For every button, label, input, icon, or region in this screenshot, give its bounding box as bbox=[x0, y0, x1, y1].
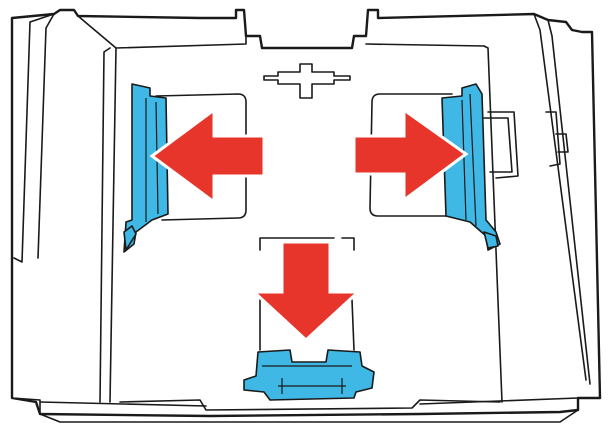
right-edge-guide[interactable] bbox=[441, 83, 501, 251]
paper-cassette bbox=[10, 8, 602, 423]
left-edge-guide[interactable] bbox=[123, 83, 169, 253]
arrow-left bbox=[149, 107, 266, 205]
arrow-right bbox=[352, 107, 469, 203]
front-edge-guide[interactable] bbox=[243, 349, 375, 401]
arrow-down bbox=[250, 240, 362, 343]
